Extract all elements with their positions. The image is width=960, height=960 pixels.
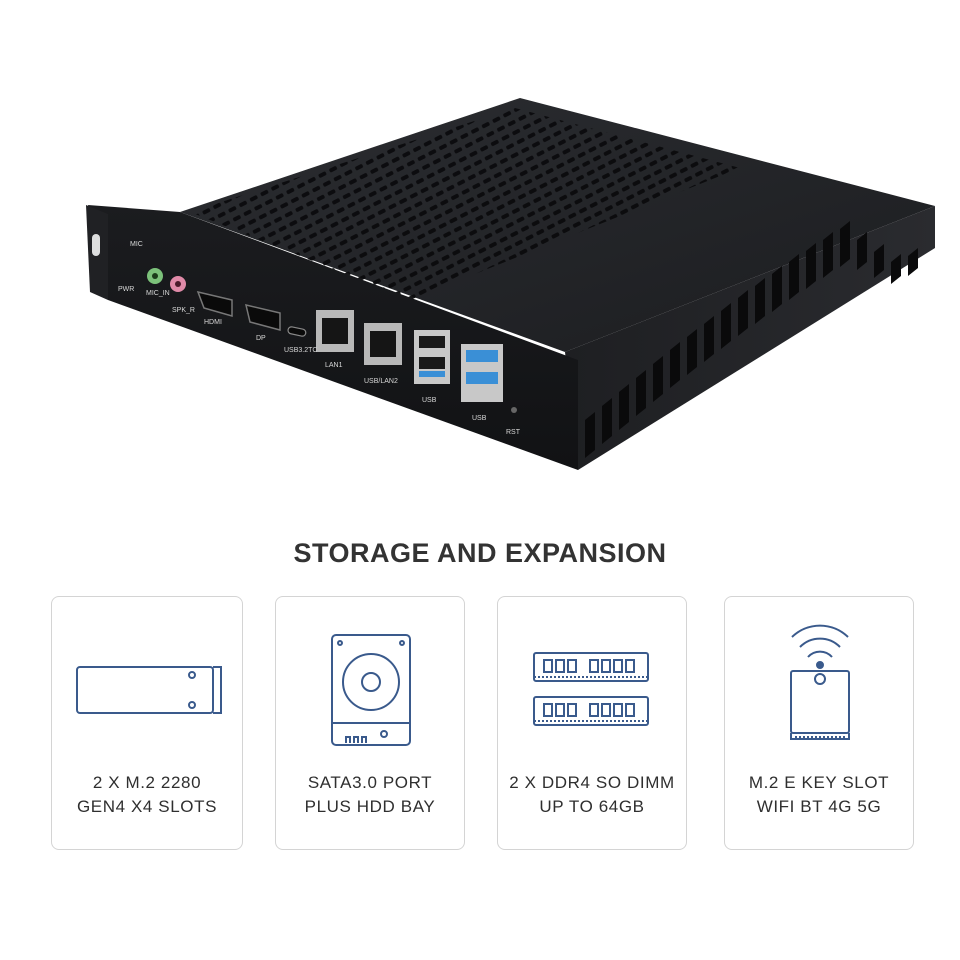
m2-ssd-icon [76, 666, 222, 714]
mic-label: MIC [130, 241, 143, 248]
hdmi-label: HDMI [204, 319, 222, 326]
spk-label: SPK_R [172, 307, 195, 314]
feature-line-1: M.2 E KEY SLOT [748, 773, 890, 792]
usbc-label: USB3.2TC [284, 347, 317, 354]
lan1-label: LAN1 [325, 362, 343, 369]
side-vents [585, 221, 918, 458]
feature-line-1: 2 X M.2 2280 [92, 773, 202, 792]
feature-line-2: GEN4 X4 SLOTS [76, 797, 218, 816]
reset-button[interactable] [511, 407, 517, 413]
usb-label-1: USB [422, 397, 437, 404]
feature-line-1: 2 X DDR4 SO DIMM [509, 773, 675, 792]
rst-label: RST [506, 429, 521, 436]
displayport-port[interactable] [244, 303, 281, 331]
feature-card-m2: 2 X M.2 2280 GEN4 X4 SLOTS [51, 596, 243, 850]
feature-card-wifi: M.2 E KEY SLOT WIFI BT 4G 5G [724, 596, 914, 850]
section-title: STORAGE AND EXPANSION [293, 538, 667, 568]
usb-label-2: USB [472, 415, 487, 422]
usb-c-port[interactable] [287, 326, 307, 337]
feature-card-sata: SATA3.0 PORT PLUS HDD BAY [275, 596, 465, 850]
mini-pc-product-image: MIC PWR MIC_IN SPK_R HDMI DP USB3.2TC LA… [86, 98, 935, 470]
feature-line-2: PLUS HDD BAY [304, 797, 436, 816]
lan2-label: USB/LAN2 [364, 378, 398, 385]
feature-line-2: WIFI BT 4G 5G [756, 797, 882, 816]
vent-grille [190, 108, 740, 300]
hard-drive-icon [331, 634, 411, 746]
pwr-label: PWR [118, 286, 134, 293]
dp-label: DP [256, 335, 266, 342]
mic-in-label: MIC_IN [146, 290, 170, 297]
chassis-side [565, 206, 935, 470]
feature-card-ram: 2 X DDR4 SO DIMM UP TO 64GB [497, 596, 687, 850]
hdmi-port[interactable] [196, 290, 233, 317]
wifi-card-icon [790, 624, 850, 740]
ram-module-icon [533, 652, 649, 726]
feature-line-2: UP TO 64GB [539, 797, 645, 816]
feature-line-1: SATA3.0 PORT [307, 773, 433, 792]
